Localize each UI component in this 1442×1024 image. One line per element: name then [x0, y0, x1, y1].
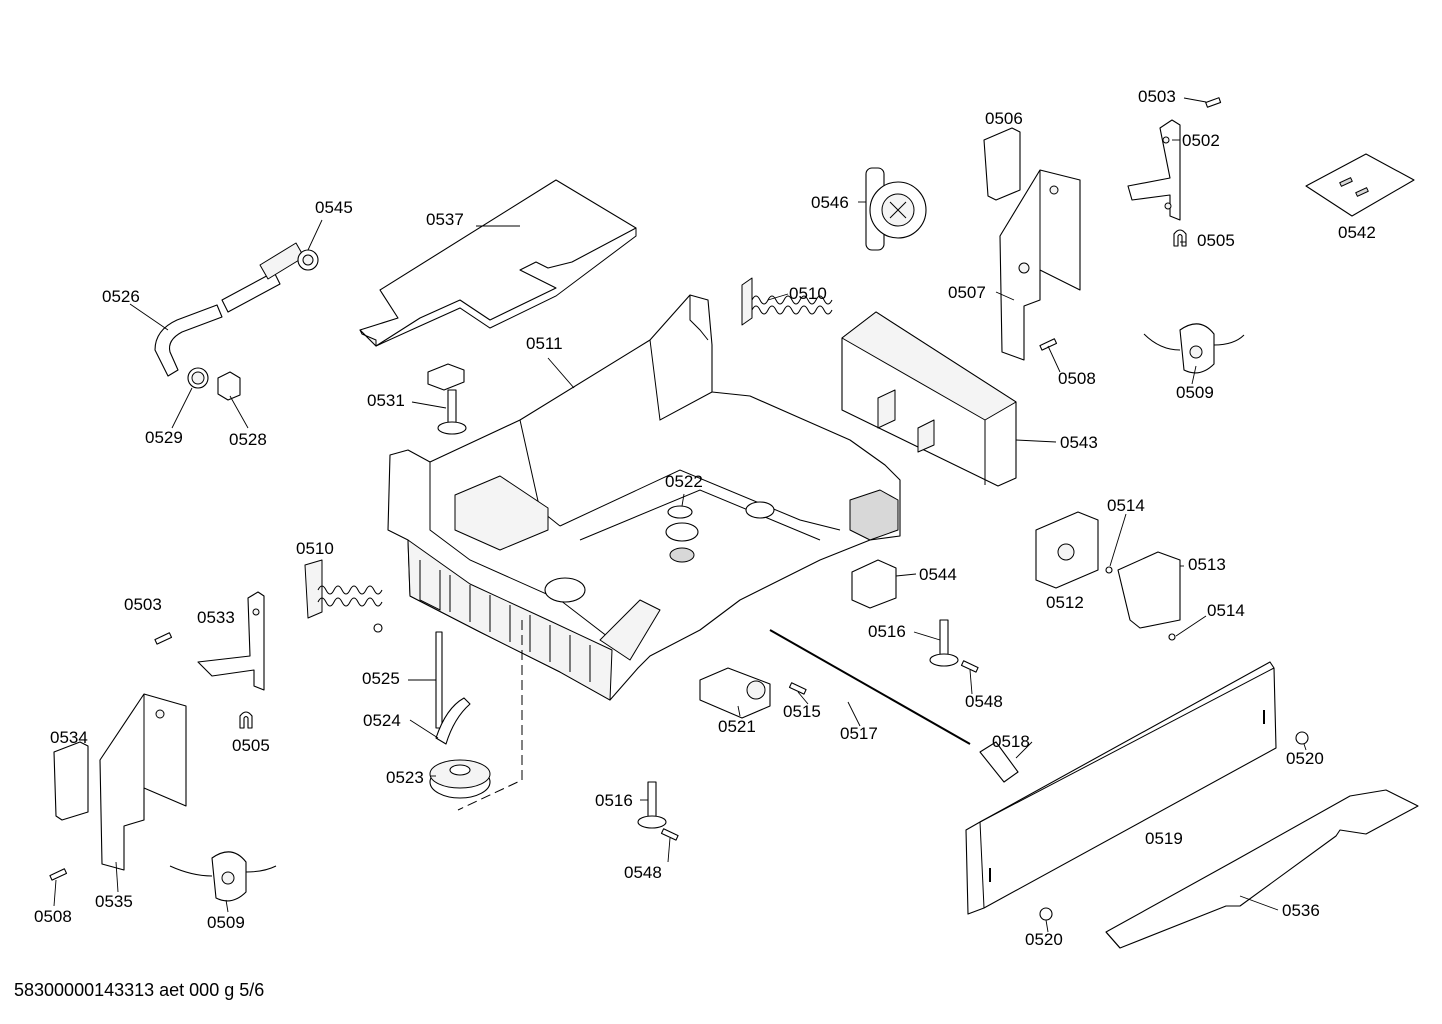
label-0526: 0526: [102, 287, 140, 306]
label-0520b: 0520: [1025, 930, 1063, 949]
label-0521: 0521: [718, 717, 756, 736]
label-0511: 0511: [526, 334, 563, 353]
part-0548-screw-right: [960, 660, 979, 673]
part-0508-screw-left: [49, 868, 68, 881]
part-0512-bracket: [1035, 511, 1099, 589]
part-0537-board: [359, 179, 637, 347]
part-0523-wheel: [429, 759, 491, 799]
label-0508a: 0508: [1058, 369, 1096, 388]
part-0522-filter: [667, 505, 693, 519]
part-0513-cover: [1117, 551, 1181, 629]
label-0523: 0523: [386, 768, 424, 787]
part-0520-screw-right: [1295, 731, 1309, 745]
part-0509-sensor-top: [1143, 323, 1245, 374]
part-0506-cover: [983, 127, 1021, 201]
label-0505a: 0505: [1197, 231, 1235, 250]
part-0516-foot-bottom: [637, 781, 667, 829]
label-0502: 0502: [1182, 131, 1220, 150]
label-0522: 0522: [665, 472, 703, 491]
label-0517: 0517: [840, 724, 878, 743]
leader-lines: [53, 97, 1307, 933]
label-0536: 0536: [1282, 901, 1320, 920]
label-0520a: 0520: [1286, 749, 1324, 768]
label-0505b: 0505: [232, 736, 270, 755]
label-0514b: 0514: [1207, 601, 1245, 620]
label-0548a: 0548: [965, 692, 1003, 711]
part-0518-cap: [979, 741, 1019, 783]
label-0513: 0513: [1188, 555, 1226, 574]
part-0503-screw-left: [154, 632, 173, 645]
label-0528: 0528: [229, 430, 267, 449]
part-0517-rod: [769, 629, 971, 745]
label-0508b: 0508: [34, 907, 72, 926]
part-0520-screw-bottom: [1039, 907, 1053, 921]
part-0525-rod: [435, 631, 443, 729]
part-0536-kickplate: [1105, 789, 1419, 949]
part-0516-foot-right: [929, 619, 959, 667]
label-0544: 0544: [919, 565, 957, 584]
part-0502-bracket: [1127, 119, 1181, 221]
label-0516a: 0516: [868, 622, 906, 641]
part-0519-front-panel: [965, 661, 1277, 915]
label-0531: 0531: [367, 391, 405, 410]
label-0542: 0542: [1338, 223, 1376, 242]
part-0521-inlet-valve: [699, 667, 771, 719]
label-0529: 0529: [145, 428, 183, 447]
part-0505-clip-top: [1173, 229, 1187, 247]
part-0511-base-tub: [387, 294, 901, 701]
part-0503-screw-top: [1205, 97, 1222, 108]
label-0545: 0545: [315, 198, 353, 217]
part-0514-screw-b: [1168, 633, 1176, 641]
part-0548-screw-bottom: [660, 828, 679, 841]
part-0528-clip: [217, 371, 241, 401]
label-0546: 0546: [811, 193, 849, 212]
part-0505-clip-left: [239, 711, 253, 729]
label-0515: 0515: [783, 702, 821, 721]
part-0546-pump: [865, 167, 927, 251]
part-0524-holder: [435, 697, 471, 745]
part-0510-spring-left: [304, 559, 383, 633]
part-0508-screw-top: [1039, 338, 1058, 351]
label-0548b: 0548: [624, 863, 662, 882]
label-0516b: 0516: [595, 791, 633, 810]
part-0515-screw: [788, 682, 807, 695]
label-0510b: 0510: [296, 539, 334, 558]
part-labels: 0503 0502 0506 0545 0537 0546 0505 0542 …: [34, 87, 1376, 949]
part-0533-bracket: [197, 591, 265, 691]
label-0503a: 0503: [1138, 87, 1176, 106]
label-0524: 0524: [363, 711, 401, 730]
part-0507-bracket: [999, 169, 1081, 361]
label-0534: 0534: [50, 728, 88, 747]
assembly-dashed-line: [457, 620, 523, 811]
part-0543-control-box: [841, 311, 1017, 487]
label-0533: 0533: [197, 608, 235, 627]
part-0534-cover: [53, 741, 89, 821]
label-0510a: 0510: [789, 284, 827, 303]
label-0506: 0506: [985, 109, 1023, 128]
label-0518: 0518: [992, 732, 1030, 751]
label-0507: 0507: [948, 283, 986, 302]
part-0526-hose: [154, 242, 319, 377]
label-0543: 0543: [1060, 433, 1098, 452]
label-0509a: 0509: [1176, 383, 1214, 402]
label-0535: 0535: [95, 892, 133, 911]
part-0510-spring-top: [741, 277, 833, 326]
part-0535-bracket: [99, 693, 187, 871]
part-0544-valve: [851, 559, 897, 609]
part-0529-clamp: [187, 367, 209, 389]
drawing-code: 58300000143313 aet 000 g 5/6: [14, 980, 265, 1000]
label-0503b: 0503: [124, 595, 162, 614]
part-0531-foot: [427, 363, 467, 435]
part-0509-sensor-left: [169, 851, 277, 902]
label-0514a: 0514: [1107, 496, 1145, 515]
part-0514-screw-a: [1105, 566, 1113, 574]
label-0537: 0537: [426, 210, 464, 229]
label-0525: 0525: [362, 669, 400, 688]
label-0512: 0512: [1046, 593, 1084, 612]
part-0542-screw-bag: [1305, 153, 1415, 217]
label-0509b: 0509: [207, 913, 245, 932]
label-0519: 0519: [1145, 829, 1183, 848]
